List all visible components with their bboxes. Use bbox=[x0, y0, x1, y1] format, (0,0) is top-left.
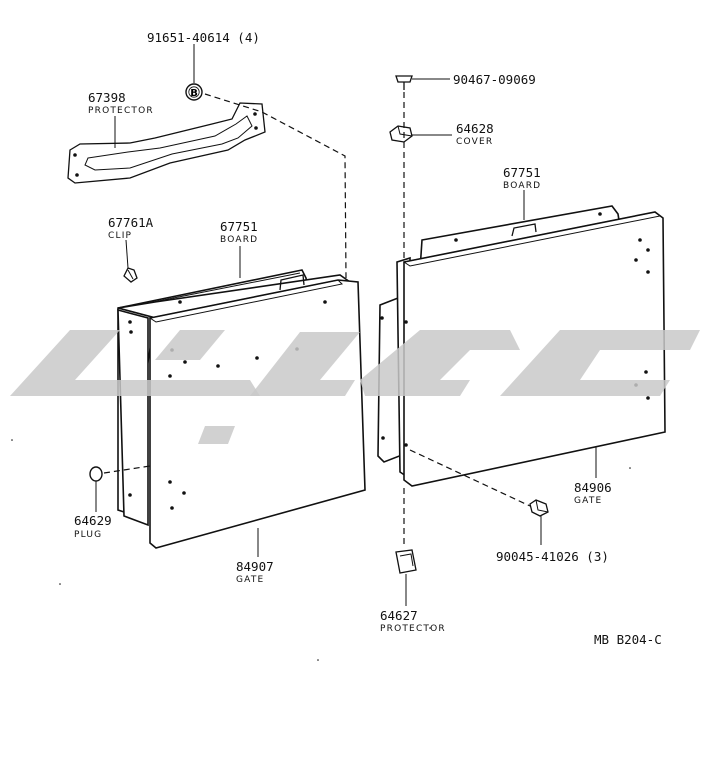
assembly-line-left bbox=[204, 93, 347, 279]
label-84907-name: GATE bbox=[236, 575, 264, 585]
label-64627-number: 64627 bbox=[380, 608, 418, 623]
label-67751-right-number: 67751 bbox=[503, 165, 541, 180]
part-labels: 91651-40614 (4) 67398 PROTECTOR 67761A C… bbox=[74, 30, 662, 647]
bolt-b-icon: B bbox=[185, 83, 203, 101]
label-67761a-name: CLIP bbox=[108, 231, 132, 241]
plug-line bbox=[103, 465, 151, 474]
cover-icon bbox=[389, 125, 413, 143]
watermark-logo bbox=[10, 330, 700, 444]
bolt-line-right bbox=[409, 449, 531, 507]
label-67751-right-name: BOARD bbox=[503, 181, 541, 191]
left-gate-assembly bbox=[117, 269, 366, 549]
protector-bar bbox=[67, 102, 266, 184]
scan-specks bbox=[11, 439, 631, 661]
label-64629-number: 64629 bbox=[74, 513, 112, 528]
label-67751-left-name: BOARD bbox=[220, 235, 258, 245]
label-64628-name: COVER bbox=[456, 137, 493, 147]
protector-clip-icon bbox=[395, 549, 417, 574]
diagram-code: MB B204-C bbox=[594, 632, 662, 647]
label-64628-number: 64628 bbox=[456, 121, 494, 136]
label-67751-left-number: 67751 bbox=[220, 219, 258, 234]
label-90045-number: 90045-41026 (3) bbox=[496, 549, 609, 564]
label-84906-number: 84906 bbox=[574, 480, 612, 495]
label-67398-name: PROTECTOR bbox=[88, 106, 154, 116]
right-gate-assembly bbox=[377, 205, 666, 487]
plug-icon bbox=[89, 466, 103, 482]
label-64629-name: PLUG bbox=[74, 530, 102, 540]
label-64627-name: PROTECTOR bbox=[380, 624, 446, 634]
clip-icon bbox=[123, 267, 138, 283]
label-90467-number: 90467-09069 bbox=[453, 72, 536, 87]
label-67761a-number: 67761A bbox=[108, 215, 154, 230]
bolt-marker-label: B bbox=[190, 88, 198, 99]
leader-lines bbox=[95, 44, 597, 606]
label-84907-number: 84907 bbox=[236, 559, 274, 574]
bolt-icon bbox=[529, 499, 549, 517]
label-91651-number: 91651-40614 (4) bbox=[147, 30, 260, 45]
label-67398-number: 67398 bbox=[88, 90, 126, 105]
label-84906-name: GATE bbox=[574, 496, 602, 506]
screw-icon bbox=[395, 75, 413, 90]
